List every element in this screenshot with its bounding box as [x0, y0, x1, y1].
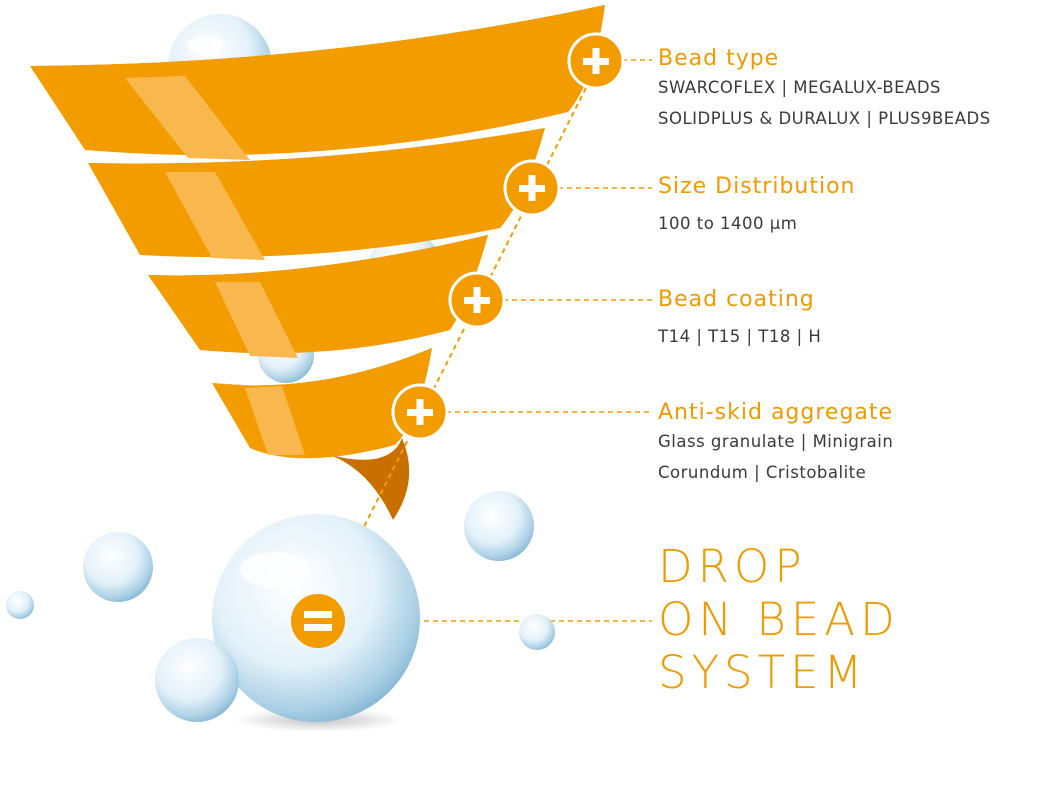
equals-icon	[291, 594, 345, 648]
plus-icon	[448, 271, 506, 329]
ribbon-band-4	[212, 348, 432, 459]
bead-small-right	[464, 491, 534, 561]
step-detail: T14 | T15 | T18 | H	[658, 327, 822, 346]
step-detail: Corundum | Cristobalite	[658, 463, 867, 482]
step-detail: SOLIDPLUS & DURALUX | PLUS9BEADS	[658, 109, 991, 128]
step-title: Size Distribution	[658, 174, 856, 199]
plus-icon	[391, 383, 449, 441]
plus-icon	[567, 32, 625, 90]
step-bead-coating: Bead coating T14 | T15 | T18 | H	[658, 287, 821, 352]
ribbon-band-2	[88, 128, 545, 260]
step-title: Bead coating	[658, 287, 815, 312]
step-bead-type: Bead type SWARCOFLEX | MEGALUX-BEADS SOL…	[658, 46, 991, 134]
result-line: ON BEAD	[658, 593, 900, 646]
step-anti-skid-aggregate: Anti-skid aggregate Glass granulate | Mi…	[658, 400, 893, 488]
step-detail: SWARCOFLEX | MEGALUX-BEADS	[658, 78, 942, 97]
bead-tiny-right	[519, 614, 555, 650]
ribbon-tail	[330, 438, 410, 520]
step-title: Bead type	[658, 46, 780, 71]
step-title: Anti-skid aggregate	[658, 400, 894, 425]
ribbon-band-1	[30, 5, 605, 160]
ribbon-band-3	[148, 235, 488, 358]
result-line: DROP	[658, 540, 807, 593]
step-detail: Glass granulate | Minigrain	[658, 432, 894, 451]
plus-icon	[503, 159, 561, 217]
result-title: DROP ON BEAD SYSTEM	[658, 540, 900, 699]
bead-tiny-left	[6, 591, 34, 619]
step-detail: 100 to 1400 µm	[658, 214, 798, 233]
step-size-distribution: Size Distribution 100 to 1400 µm	[658, 174, 856, 239]
bead-small-bottom-left	[155, 638, 239, 722]
bead-small-left	[83, 532, 153, 602]
result-line: SYSTEM	[658, 646, 868, 699]
funnel-dashed-arrow-line	[337, 79, 591, 579]
